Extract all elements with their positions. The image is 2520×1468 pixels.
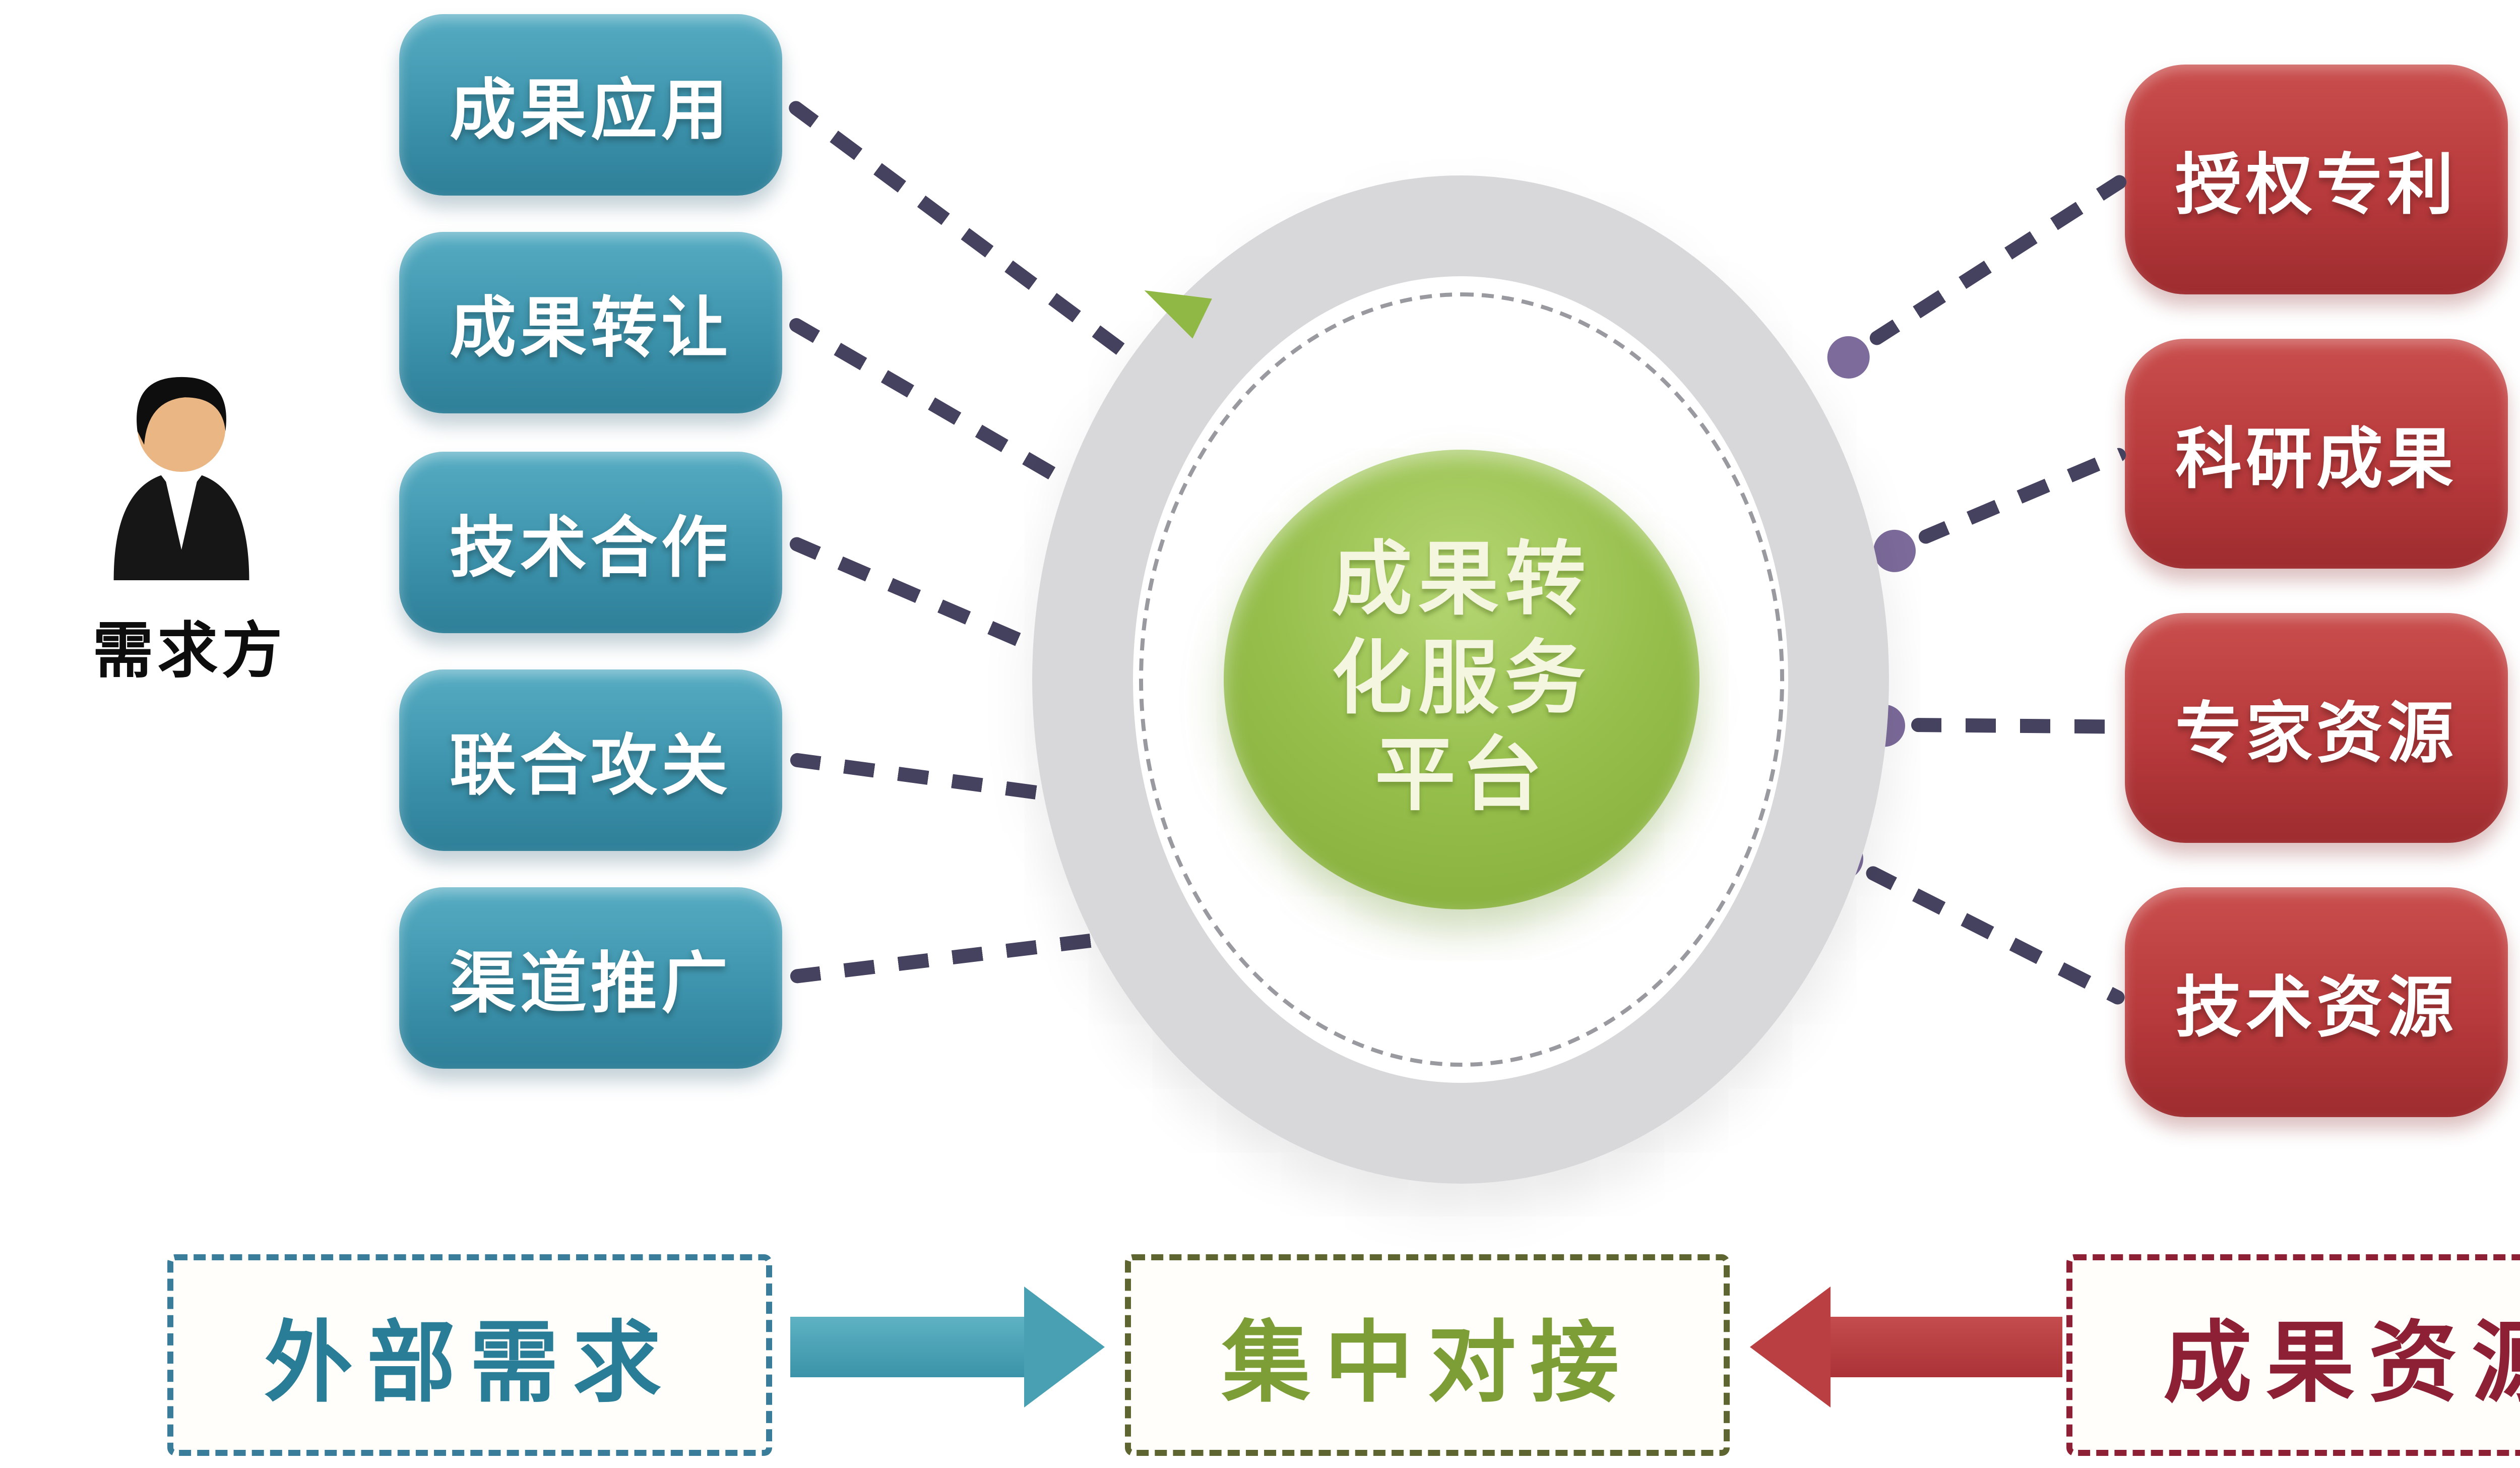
right-box-3: 专家资源	[2125, 613, 2508, 843]
right-box-1-label: 授权专利	[2175, 145, 2458, 224]
left-actor-label: 需求方	[93, 617, 286, 688]
platform-title-line3: 平台	[1375, 730, 1548, 824]
bottom-box-central-matching-label: 集中对接	[1222, 1313, 1633, 1416]
bottom-box-achievement-resources: 成果资源	[2066, 1254, 2520, 1456]
left-box-5-label: 渠道推广	[450, 944, 732, 1022]
right-box-3-label: 专家资源	[2175, 694, 2458, 772]
left-box-1: 成果应用	[399, 14, 782, 196]
left-box-1-label: 成果应用	[450, 71, 732, 149]
platform-title-line1: 成果转	[1332, 534, 1592, 627]
connector-right-1	[1867, 172, 2129, 348]
bottom-box-achievement-resources-label: 成果资源	[2163, 1313, 2520, 1416]
right-box-1: 授权专利	[2125, 65, 2508, 294]
connector-left-5	[789, 929, 1125, 984]
connector-right-3	[1911, 718, 2125, 734]
right-box-2-label: 科研成果	[2175, 419, 2458, 498]
connector-left-1	[786, 98, 1148, 372]
businessman-icon	[113, 377, 249, 581]
connector-left-4	[789, 752, 1043, 801]
platform-title-line2: 化服务	[1332, 632, 1592, 725]
connector-right-4	[1863, 864, 2127, 1007]
connector-left-3	[787, 535, 1041, 655]
left-box-5: 渠道推广	[399, 887, 782, 1069]
left-box-2: 成果转让	[399, 232, 782, 413]
bottom-box-external-demand-label: 外部需求	[264, 1313, 675, 1416]
right-box-4: 技术资源	[2125, 887, 2508, 1117]
platform-dotted-ring	[1139, 292, 1784, 1067]
connector-right-2	[1916, 446, 2128, 546]
connector-left-2	[786, 315, 1073, 490]
bottom-box-central-matching: 集中对接	[1125, 1254, 1730, 1456]
left-box-3: 技术合作	[399, 452, 782, 633]
right-box-4-label: 技术资源	[2175, 968, 2458, 1047]
platform-circle: 成果转 化服务 平台	[1224, 450, 1699, 909]
left-box-4-label: 联合攻关	[450, 726, 732, 805]
right-box-2: 科研成果	[2125, 339, 2508, 569]
left-box-4: 联合攻关	[399, 669, 782, 851]
flow-arrow-left-icon	[1750, 1287, 2064, 1408]
flow-arrow-right-icon	[790, 1287, 1105, 1408]
left-box-2-label: 成果转让	[450, 288, 732, 367]
left-box-3-label: 技术合作	[450, 508, 732, 587]
bottom-box-external-demand: 外部需求	[167, 1254, 772, 1456]
